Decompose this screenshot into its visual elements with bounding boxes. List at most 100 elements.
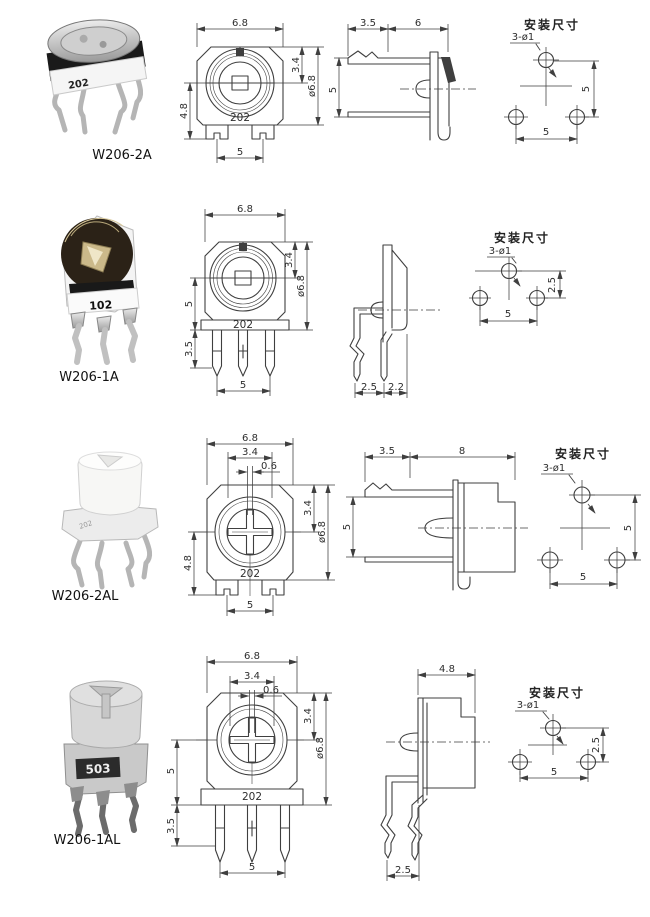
body-plate <box>429 51 451 141</box>
mount-title: 安装尺寸 <box>529 685 585 700</box>
lead-wire <box>407 794 428 861</box>
model-label: W206-1A <box>59 370 119 385</box>
dim-label: 5 <box>184 301 195 307</box>
lead-wire <box>100 327 110 365</box>
product-photo-w206-2a: 202 <box>46 19 148 135</box>
dim-label: 6.8 <box>242 433 258 444</box>
dim-label: 5 <box>166 768 177 774</box>
lead-wire <box>72 323 82 365</box>
dim-label: 5 <box>328 87 339 93</box>
mounting-diagram-w206-2a: 安装尺寸 3-ø1 5 5 <box>504 17 599 144</box>
body-plate <box>382 244 393 343</box>
hole-callout: 3-ø1 <box>517 700 539 711</box>
dim-label: 2.5 <box>361 382 377 393</box>
side-view-drawing-w206-2a: 3.5 6 5 <box>328 18 476 141</box>
dim-label: 5 <box>551 767 557 778</box>
terminal-pin <box>279 804 291 863</box>
terminal-pin <box>264 329 276 377</box>
mounting-diagram-w206-2al: 安装尺寸 3-ø1 5 5 <box>537 446 641 589</box>
shaft-bump <box>415 79 431 99</box>
photo-marking: 202 <box>78 519 93 531</box>
dim-label: 4.8 <box>179 103 190 119</box>
dim-label: 3.4 <box>303 500 314 516</box>
wiper-mark <box>239 243 247 251</box>
slot-knob <box>101 693 111 719</box>
rotor-slot <box>209 241 277 286</box>
dim-label: 3.4 <box>244 671 260 682</box>
lead-wire <box>380 775 419 859</box>
dim-label: 6.8 <box>232 18 248 29</box>
dim-label: 2.5 <box>547 277 558 293</box>
dim-label: 3.4 <box>303 708 314 724</box>
body-outline <box>204 241 286 321</box>
dim-label: 0.6 <box>263 685 279 696</box>
front-view-drawing-w206-1a: 6.8 3.4 ø6.8 5 3.5 202 5 <box>184 204 313 396</box>
resistance-marking: 202 <box>240 568 260 580</box>
resistance-marking: 202 <box>242 791 262 803</box>
dim-label: 3.5 <box>379 446 395 457</box>
terminal-pin <box>211 329 223 377</box>
resistance-marking: 202 <box>230 112 250 124</box>
hole-callout: 3-ø1 <box>512 32 534 43</box>
mounting-diagram-w206-1a: 安装尺寸 3-ø1 2.5 5 <box>469 230 566 326</box>
dim-label: 5 <box>580 572 586 583</box>
dim-label: 5 <box>581 86 592 92</box>
lead-wire <box>94 540 105 590</box>
dim-label: 3.4 <box>242 447 258 458</box>
model-label: W206-2A <box>92 148 152 163</box>
rear-block <box>457 482 516 573</box>
dim-label: 4.8 <box>439 664 455 675</box>
resistance-marking: 202 <box>233 319 253 331</box>
mounting-feet <box>215 579 285 596</box>
body-plate <box>452 479 471 591</box>
mount-title: 安装尺寸 <box>524 17 580 32</box>
side-view-drawing-w206-1a: 2.5 2.2 <box>349 244 443 398</box>
dim-label: ø6.8 <box>317 521 328 543</box>
body-outline <box>206 484 294 581</box>
dim-label: ø6.8 <box>307 75 318 97</box>
hole-callout: 3-ø1 <box>543 463 565 474</box>
dim-label: 5 <box>543 127 549 138</box>
front-view-drawing-w206-2al: 6.8 3.4 0.6 3.4 ø6.8 4.8 202 5 <box>183 433 335 616</box>
dim-label: 8 <box>459 446 465 457</box>
rotor-slot <box>205 46 275 91</box>
dim-label: 3.4 <box>284 252 295 268</box>
dim-label: 2.5 <box>395 865 411 876</box>
dim-label: 5 <box>240 380 246 391</box>
dim-label: 5 <box>342 524 353 530</box>
dim-label: 6.8 <box>237 204 253 215</box>
bottom-clip-arm <box>364 556 454 563</box>
lead-wire <box>126 319 138 363</box>
lead-wire <box>112 77 128 135</box>
lead-wire <box>123 540 135 588</box>
terminal-pin <box>214 804 226 863</box>
mount-title: 安装尺寸 <box>494 230 550 245</box>
body-outline <box>206 692 298 790</box>
cross-rotor <box>229 717 275 763</box>
dim-label: 6 <box>415 18 421 29</box>
dim-label: 2.5 <box>591 737 602 753</box>
dim-label: 0.6 <box>261 461 277 472</box>
photo-marking: 202 <box>67 78 89 92</box>
marking-band <box>75 756 121 780</box>
hole-callout: 3-ø1 <box>489 246 511 257</box>
trimmer-body: 202 <box>46 19 148 96</box>
bottom-clip-arm <box>347 111 431 118</box>
photo-marking: 102 <box>89 298 113 313</box>
dim-label: 5 <box>505 309 511 320</box>
front-view-drawing-w206-1al: 6.8 3.4 0.6 3.4 ø6.8 5 3.5 202 5 <box>166 651 332 878</box>
dim-label: 3.5 <box>166 818 177 834</box>
lead-wire <box>141 532 153 580</box>
rear-block <box>422 697 476 789</box>
dim-label: 5 <box>237 147 243 158</box>
dim-label: 5 <box>247 600 253 611</box>
dim-label: 5 <box>249 862 255 873</box>
model-label: W206-1AL <box>53 833 121 848</box>
side-view-drawing-w206-1al: 4.8 2.5 <box>380 664 490 881</box>
mounting-diagram-w206-1al: 安装尺寸 3-ø1 2.5 5 <box>508 685 609 782</box>
dim-label: ø6.8 <box>296 275 307 297</box>
dim-label: 4.8 <box>183 555 194 571</box>
lead-wire <box>349 307 384 382</box>
front-view-drawing-w206-2a: 6.8 3.4 ø6.8 4.8 202 5 <box>179 18 324 163</box>
